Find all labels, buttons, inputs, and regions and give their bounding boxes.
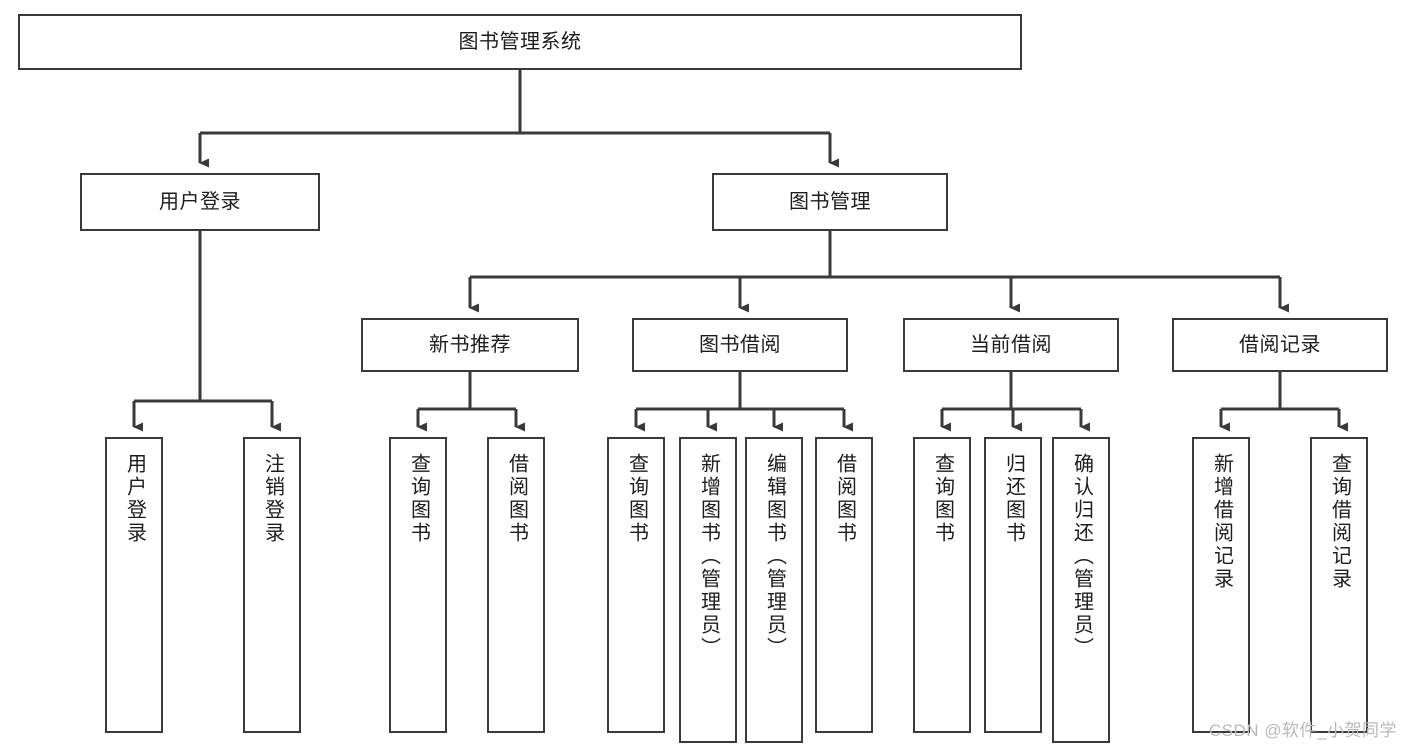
node-l-b1[interactable]: 借阅图书 <box>487 437 545 733</box>
node-l-logout[interactable]: 注销登录 <box>243 437 301 733</box>
node-l-login[interactable]: 用户登录 <box>105 437 163 733</box>
node-label: 图书借阅 <box>699 333 781 356</box>
node-bookmgr[interactable]: 图书管理 <box>712 173 948 231</box>
node-l-confirm[interactable]: 确认归还（管理员） <box>1052 437 1110 743</box>
node-label: 确认归还（管理员） <box>1070 453 1093 660</box>
node-login[interactable]: 用户登录 <box>80 173 320 231</box>
node-root[interactable]: 图书管理系统 <box>18 14 1022 70</box>
node-label: 图书管理系统 <box>458 30 582 53</box>
node-current[interactable]: 当前借阅 <box>903 318 1119 372</box>
node-label: 注销登录 <box>261 453 284 545</box>
node-l-edit[interactable]: 编辑图书（管理员） <box>745 437 803 743</box>
node-l-qrec[interactable]: 查询借阅记录 <box>1310 437 1368 733</box>
node-label: 新书推荐 <box>429 333 511 356</box>
node-label: 编辑图书（管理员） <box>763 453 786 660</box>
node-l-add[interactable]: 新增图书（管理员） <box>679 437 737 743</box>
node-label: 借阅记录 <box>1239 333 1321 356</box>
node-l-q1[interactable]: 查询图书 <box>389 437 447 733</box>
watermark-text: CSDN @软件_小贺同学 <box>1208 721 1397 740</box>
node-borrow[interactable]: 图书借阅 <box>632 318 848 372</box>
node-label: 查询图书 <box>931 453 954 545</box>
node-label: 新增借阅记录 <box>1210 453 1233 591</box>
node-label: 归还图书 <box>1002 453 1025 545</box>
node-l-b2[interactable]: 借阅图书 <box>815 437 873 733</box>
node-label: 借阅图书 <box>833 453 856 545</box>
node-label: 新增图书（管理员） <box>697 453 720 660</box>
node-l-addrec[interactable]: 新增借阅记录 <box>1192 437 1250 733</box>
node-l-ret[interactable]: 归还图书 <box>984 437 1042 733</box>
node-label: 用户登录 <box>123 453 146 545</box>
node-label: 图书管理 <box>789 190 871 213</box>
node-label: 查询图书 <box>625 453 648 545</box>
node-newbook[interactable]: 新书推荐 <box>361 318 579 372</box>
node-l-q2[interactable]: 查询图书 <box>607 437 665 733</box>
node-records[interactable]: 借阅记录 <box>1172 318 1388 372</box>
node-label: 借阅图书 <box>505 453 528 545</box>
node-label: 查询图书 <box>407 453 430 545</box>
node-label: 查询借阅记录 <box>1328 453 1351 591</box>
node-l-q3[interactable]: 查询图书 <box>913 437 971 733</box>
node-label: 用户登录 <box>159 190 241 213</box>
node-label: 当前借阅 <box>970 333 1052 356</box>
